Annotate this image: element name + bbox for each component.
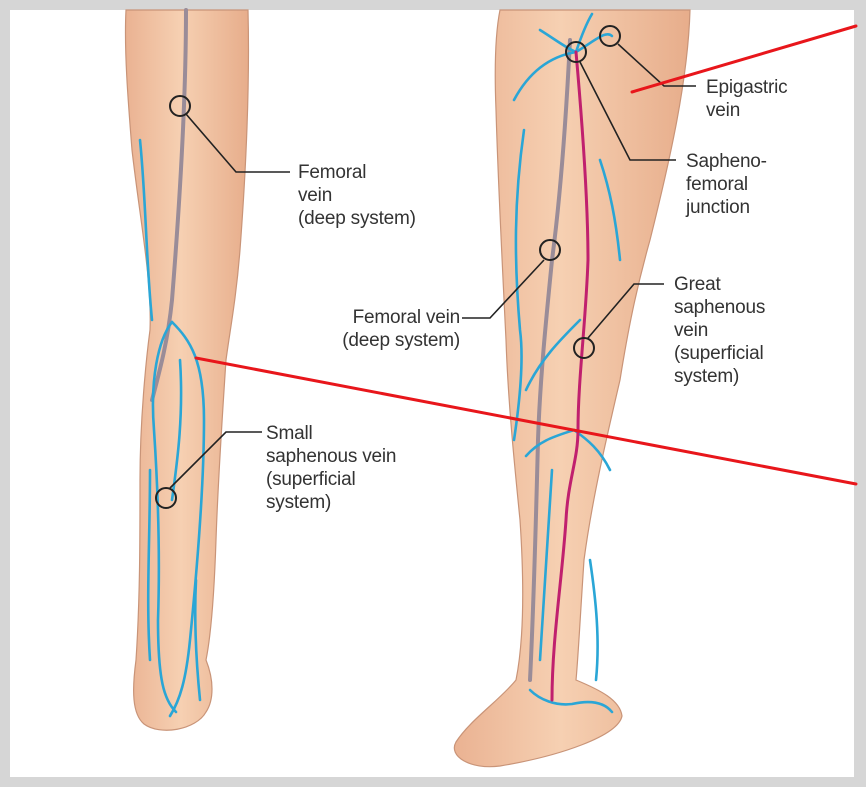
label-saphenofemoral-junction: Sapheno- femoral junction: [686, 150, 767, 219]
label-epigastric-vein: Epigastric vein: [706, 76, 787, 122]
label-great-saphenous-vein: Great saphenous vein (superficial system…: [674, 273, 765, 388]
anterior-leg-shape: [454, 10, 690, 767]
label-small-saphenous-vein: Small saphenous vein (superficial system…: [266, 422, 396, 514]
label-femoral-vein-back: Femoral vein (deep system): [298, 161, 416, 230]
posterior-leg-shape: [125, 10, 248, 730]
label-femoral-vein-front: Femoral vein (deep system): [320, 306, 460, 352]
